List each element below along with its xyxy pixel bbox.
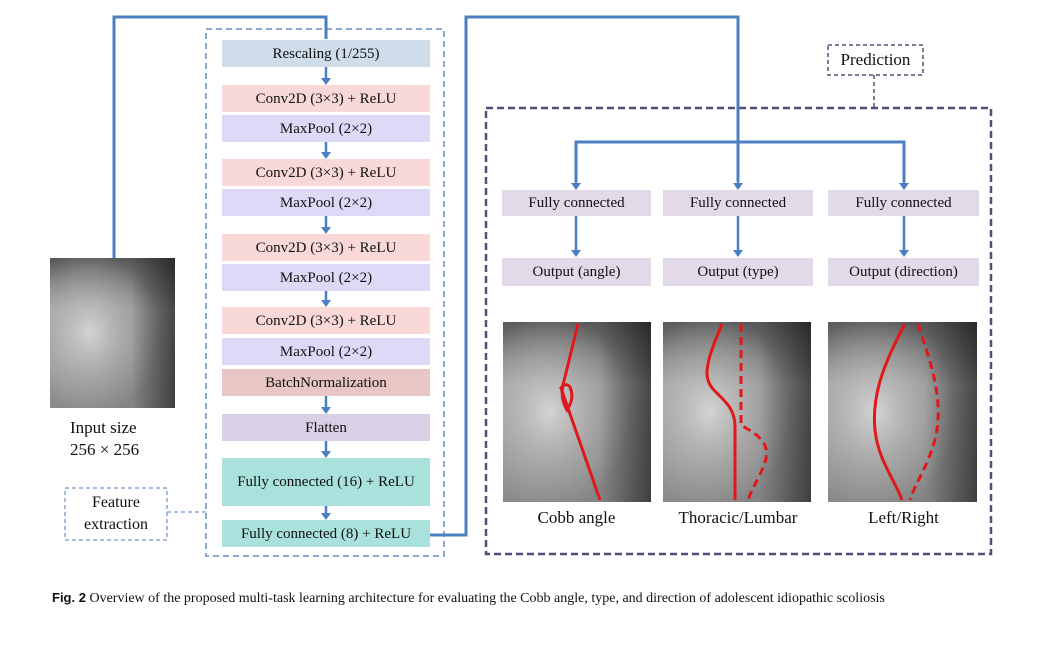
input-xray-image — [50, 258, 175, 408]
thoracic-lumbar-image — [663, 322, 811, 502]
right-curve-dashed — [908, 323, 940, 501]
layer-pool: MaxPool (2×2) — [222, 338, 430, 365]
layer-pool: MaxPool (2×2) — [222, 115, 430, 142]
layer-arrow-head — [321, 407, 331, 414]
network-to-heads-line — [430, 15, 740, 537]
layer-arrow-head — [321, 300, 331, 307]
head-fully-connected: Fully connected — [663, 190, 813, 216]
prediction-label-box — [827, 44, 924, 76]
prediction-box — [484, 106, 993, 556]
feature-extraction-label-box — [64, 487, 168, 541]
arrow-group — [321, 67, 909, 520]
layer-conv: Conv2D (3×3) + ReLU — [222, 159, 430, 186]
head-output: Output (direction) — [828, 258, 979, 286]
layer-arrow-head — [321, 451, 331, 458]
input-to-network-line — [112, 15, 328, 258]
feature-extraction-box — [205, 28, 445, 557]
figure-caption-label: Fig. 2 — [52, 590, 86, 605]
input-size-value: 256 × 256 — [70, 440, 140, 459]
layer-pool: MaxPool (2×2) — [222, 264, 430, 291]
layer-arrow-head — [321, 152, 331, 159]
head-image-caption: Thoracic/Lumbar — [678, 508, 798, 527]
head-output-arrow-head — [733, 250, 743, 257]
cobb-angle-image — [503, 322, 651, 502]
layer-flatten: Flatten — [222, 414, 430, 441]
head-image-caption: Left/Right — [868, 508, 939, 527]
head-arrow-head — [571, 183, 581, 190]
head-output-arrow-head — [571, 250, 581, 257]
left-right-image — [828, 322, 977, 502]
layer-arrow-head — [321, 513, 331, 520]
cobb-angle-curve — [559, 323, 602, 501]
head-fully-connected: Fully connected — [828, 190, 979, 216]
layer-fc: Fully connected (16) + ReLU — [222, 458, 430, 506]
thoracic-curve-solid — [705, 323, 737, 500]
layer-conv: Conv2D (3×3) + ReLU — [222, 85, 430, 112]
layer-rescale: Rescaling (1/255) — [222, 40, 430, 67]
layer-pool: MaxPool (2×2) — [222, 189, 430, 216]
layer-fc: Fully connected (8) + ReLU — [222, 520, 430, 547]
input-size-label: Input size — [70, 418, 137, 437]
head-image-caption: Cobb angle — [537, 508, 616, 527]
head-output-arrow-head — [899, 250, 909, 257]
left-curve-solid — [872, 323, 907, 501]
prediction-label: Prediction — [840, 50, 911, 69]
layer-arrow-head — [321, 78, 331, 85]
lumbar-curve-dashed — [739, 324, 769, 501]
layer-arrow-head — [321, 227, 331, 234]
head-arrow-head — [899, 183, 909, 190]
heads-branch-line — [574, 140, 906, 181]
head-output: Output (angle) — [502, 258, 651, 286]
head-arrow-head — [733, 183, 743, 190]
layer-conv: Conv2D (3×3) + ReLU — [222, 234, 430, 261]
head-output: Output (type) — [663, 258, 813, 286]
layer-batchnorm: BatchNormalization — [222, 369, 430, 396]
layer-conv: Conv2D (3×3) + ReLU — [222, 307, 430, 334]
figure-caption-text: Overview of the proposed multi-task lear… — [89, 591, 885, 606]
head-fully-connected: Fully connected — [502, 190, 651, 216]
feature-extraction-label: Feature extraction — [84, 494, 148, 533]
figure-caption: Fig. 2 Overview of the proposed multi-ta… — [52, 588, 992, 608]
